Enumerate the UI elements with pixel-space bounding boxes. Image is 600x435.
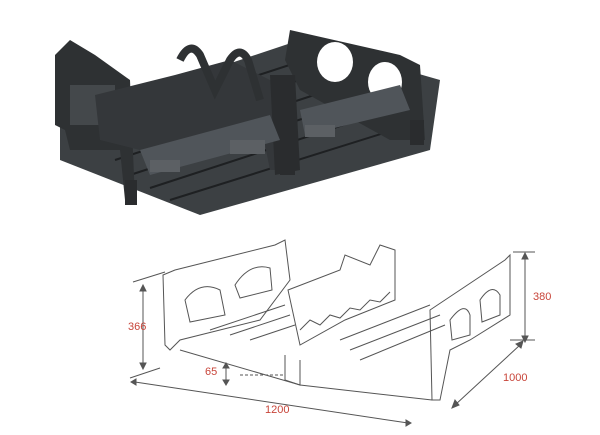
dimension-length: 1200 (265, 404, 290, 416)
dimension-height-left: 366 (128, 321, 147, 333)
dimension-foot-clearance: 65 (205, 366, 218, 378)
dimension-height-right: 380 (533, 291, 552, 303)
rack-line-drawing (162, 239, 511, 401)
dimension-width: 1000 (503, 372, 528, 384)
dimension-lines (129, 251, 535, 427)
rack-photo-body (55, 30, 440, 215)
